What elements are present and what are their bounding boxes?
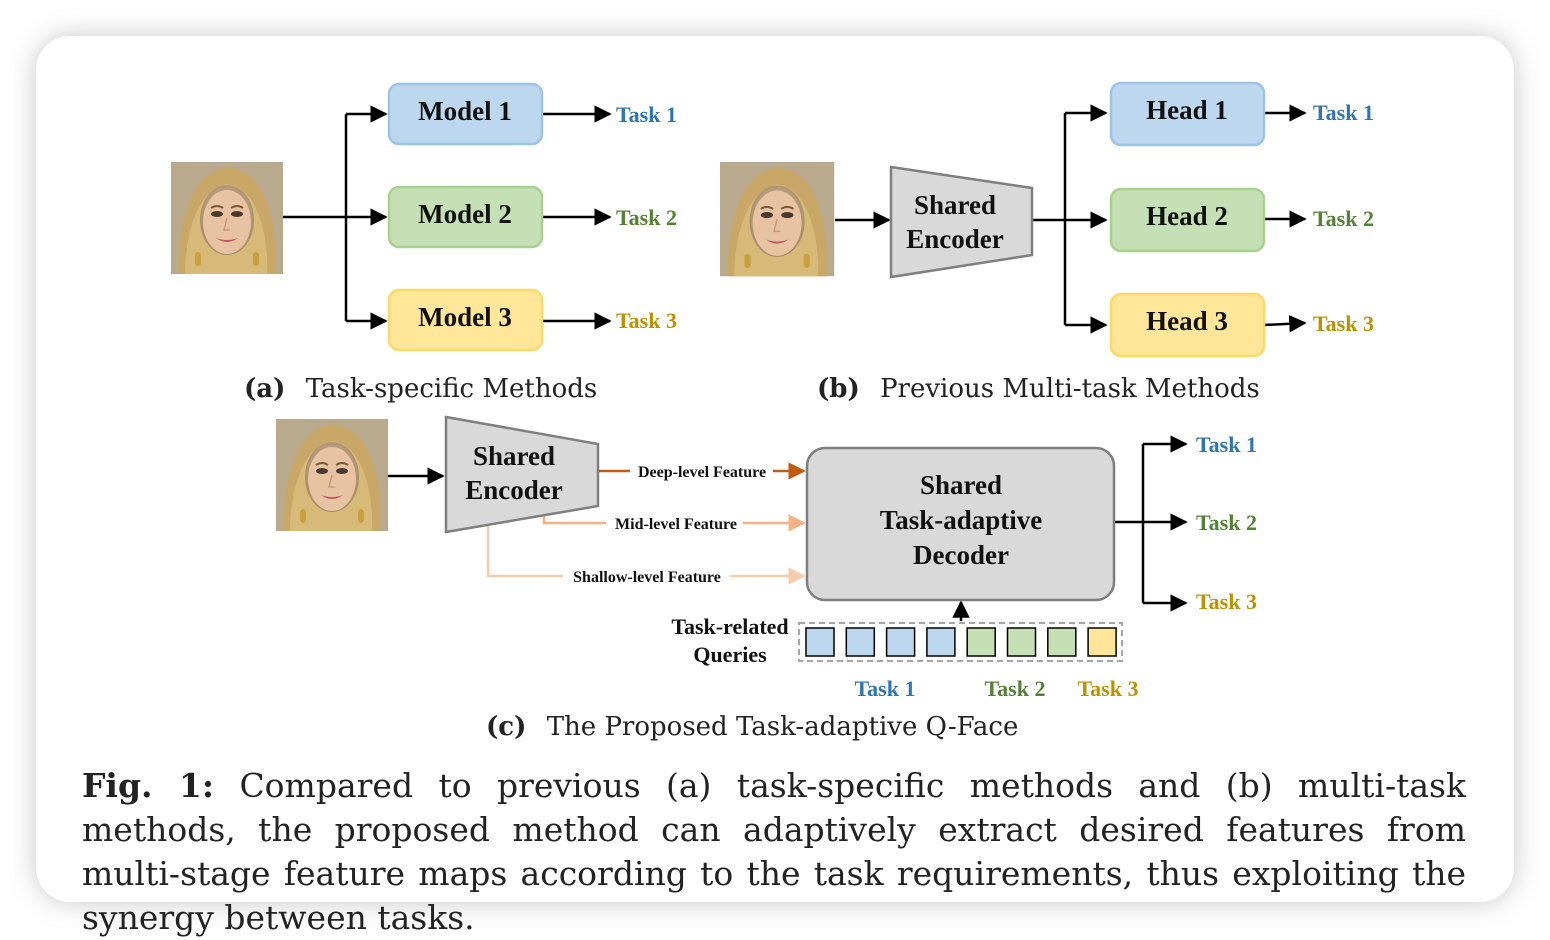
panel-a-task-3: Task 3: [616, 308, 677, 333]
panel-b-caption-label: (b): [817, 374, 860, 404]
panel-a-caption: (a) Task-specific Methods: [244, 374, 597, 404]
decoder-line-2: Task-adaptive: [880, 505, 1043, 535]
head-2-label: Head 2: [1146, 201, 1228, 231]
panel-b-caption: (b) Previous Multi-task Methods: [817, 374, 1260, 404]
model-3-label: Model 3: [418, 302, 512, 332]
query-group-label-task-3: Task 3: [1078, 676, 1139, 701]
panel-b-shared-encoder: Shared Encoder: [889, 165, 1034, 279]
query-cell-task-1: [885, 627, 916, 657]
figure-caption-text: Compared to previous (a) task-specific m…: [82, 766, 1466, 937]
model-1-box: Model 1: [387, 82, 544, 146]
panel-c-encoder-line-1: Shared: [473, 441, 555, 471]
panel-c-task-2: Task 2: [1196, 510, 1257, 535]
head-1-label: Head 1: [1146, 95, 1228, 125]
panel-b: Shared Encoder Head 1 Head 2 Head 3 Task…: [718, 81, 1374, 404]
panel-b-task-1: Task 1: [1313, 100, 1374, 125]
model-3-box: Model 3: [387, 288, 544, 352]
query-cell-task-1: [845, 627, 876, 657]
panel-b-encoder-line-2: Encoder: [906, 224, 1004, 254]
decoder-line-1: Shared: [920, 470, 1002, 500]
deep-feature-label: Deep-level Feature: [638, 464, 766, 481]
panel-a-input-image: [170, 161, 284, 275]
panel-b-caption-text: Previous Multi-task Methods: [880, 374, 1260, 404]
task-related-queries: [798, 622, 1123, 662]
shallow-feature-label: Shallow-level Feature: [573, 569, 721, 586]
panel-c-task-1: Task 1: [1196, 432, 1257, 457]
panel-c-task-3: Task 3: [1196, 589, 1257, 614]
figure-caption-label: Fig. 1:: [82, 766, 215, 805]
query-cells: [805, 627, 1117, 657]
panel-a: Model 1 Model 2 Model 3 Task 1 Task 2 Ta…: [170, 82, 677, 404]
head-3-box: Head 3: [1109, 292, 1266, 358]
query-cell-task-2: [1047, 627, 1077, 657]
panel-b-input-image: [718, 160, 836, 278]
queries-label-line-2: Queries: [693, 642, 767, 667]
panel-b-task-3: Task 3: [1313, 311, 1374, 336]
panel-c-caption: (c) The Proposed Task-adaptive Q-Face: [486, 712, 1018, 742]
panel-a-caption-label: (a): [244, 374, 285, 404]
panel-a-task-2: Task 2: [616, 205, 677, 230]
panel-b-task-2: Task 2: [1313, 206, 1374, 231]
panel-a-task-1: Task 1: [616, 102, 677, 127]
decoder-line-3: Decoder: [913, 540, 1009, 570]
query-cell-task-2: [966, 627, 996, 657]
figure-caption: Fig. 1: Compared to previous (a) task-sp…: [82, 764, 1466, 940]
queries-label-line-1: Task-related: [671, 614, 788, 639]
panel-c-encoder-line-2: Encoder: [465, 475, 563, 505]
shared-task-adaptive-decoder: Shared Task-adaptive Decoder: [805, 446, 1116, 602]
model-2-label: Model 2: [418, 199, 512, 229]
query-cell-task-1: [805, 627, 835, 657]
query-group-label-task-1: Task 1: [855, 676, 916, 701]
mid-feature-label: Mid-level Feature: [615, 516, 737, 533]
panel-a-connectors: [283, 105, 612, 330]
model-1-label: Model 1: [418, 96, 512, 126]
panel-c-caption-text: The Proposed Task-adaptive Q-Face: [547, 712, 1019, 742]
panel-a-caption-text: Task-specific Methods: [306, 374, 598, 404]
panel-c-caption-label: (c): [486, 712, 526, 742]
head-2-box: Head 2: [1109, 187, 1266, 253]
panel-c-input-image: [275, 418, 389, 532]
panel-c-connectors: [388, 435, 1188, 621]
panel-b-connectors: [835, 104, 1307, 334]
query-group-label-task-2: Task 2: [985, 676, 1046, 701]
query-cell-task-3: [1087, 627, 1117, 657]
query-cell-task-1: [926, 627, 956, 657]
head-3-label: Head 3: [1146, 306, 1228, 336]
panel-b-encoder-line-1: Shared: [914, 190, 996, 220]
head-1-box: Head 1: [1109, 81, 1266, 147]
panel-c: Shared Encoder Deep-level Feature Mid-le…: [275, 415, 1257, 742]
panel-c-shared-encoder: Shared Encoder: [444, 415, 600, 534]
query-cell-task-2: [1006, 627, 1037, 657]
model-2-box: Model 2: [387, 185, 544, 249]
